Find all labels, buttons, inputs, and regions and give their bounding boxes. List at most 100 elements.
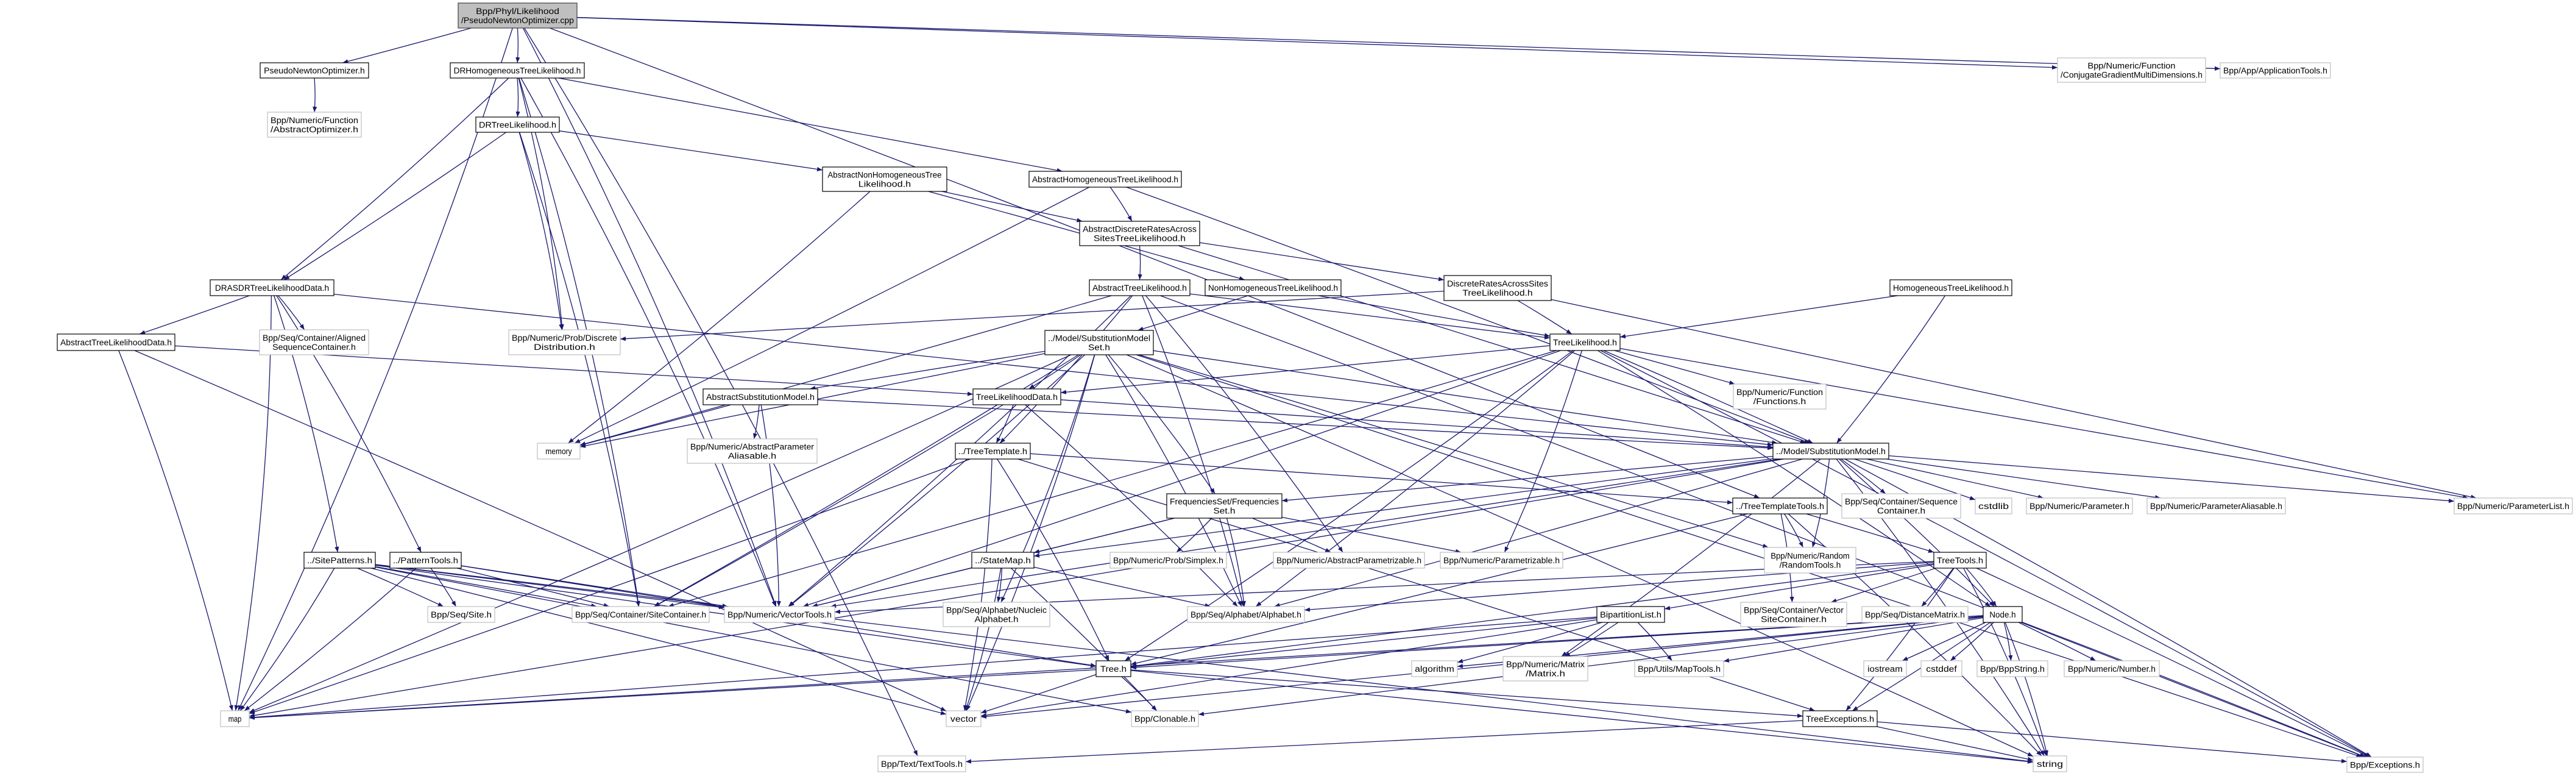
edge-sms-to-map — [249, 354, 1072, 713]
node-drhtl[interactable]: DRHomogeneousTreeLikelihood.h — [450, 62, 585, 79]
node-box — [1863, 660, 1907, 677]
node-tt[interactable]: ../TreeTemplate.h — [955, 443, 1031, 460]
node-label: Bpp/Numeric/Function — [1736, 388, 1823, 397]
node-freq[interactable]: FrequenciesSet/FrequenciesSet.h — [1166, 493, 1283, 519]
node-treeexc[interactable]: TreeExceptions.h — [1802, 710, 1878, 727]
node-sm[interactable]: ../Model/SubstitutionModel.h — [1772, 443, 1889, 460]
node-node[interactable]: Node.h — [1983, 606, 2023, 623]
edge-freq-to-simplex — [1176, 518, 1212, 553]
node-tld[interactable]: TreeLikelihoodData.h — [972, 388, 1061, 405]
node-drtl[interactable]: DRTreeLikelihood.h — [475, 116, 560, 133]
node-label: Bpp/Clonable.h — [1134, 714, 1195, 724]
node-tree[interactable]: Tree.h — [1095, 660, 1131, 677]
node-label: ../StateMap.h — [975, 556, 1031, 565]
edge-ahtl-to-sm — [1126, 187, 1810, 444]
edge-drtl-to-drasdr — [283, 132, 507, 280]
node-sitepat[interactable]: ../SitePatterns.h — [303, 552, 376, 569]
node-nhtl[interactable]: NonHomogeneousTreeLikelihood.h — [1205, 279, 1342, 296]
node-label: Bpp/Numeric/Parameter.h — [2029, 502, 2129, 511]
node-alphabet: Bpp/Seq/Alphabet/Alphabet.h — [1187, 606, 1305, 623]
node-box — [2454, 497, 2573, 514]
node-box — [1772, 443, 1889, 460]
edge-treetools-to-distmat — [1921, 568, 1954, 607]
node-box — [1976, 660, 2048, 677]
node-label: SitesTreeLikelihood.h — [1094, 234, 1186, 243]
node-plist: Bpp/Numeric/ParameterList.h — [2454, 497, 2573, 514]
edge-treeexc-to-exceptions — [1877, 721, 2348, 764]
node-matrix: Bpp/Numeric/Matrix/Matrix.h — [1502, 656, 1588, 682]
edge-atl-to-exceptions — [1160, 295, 2366, 758]
node-pno[interactable]: PseudoNewtonOptimizer.h — [260, 62, 369, 79]
edge-htl-to-tl — [1619, 295, 1898, 339]
edge-ttt-to-tree — [1130, 513, 1748, 666]
edge-adrastl-to-sm — [1178, 245, 1806, 444]
node-htl[interactable]: HomogeneousTreeLikelihood.h — [1889, 279, 2012, 296]
node-label: AbstractTreeLikelihood.h — [1092, 283, 1187, 293]
edge-sm-to-paramal — [1886, 458, 2161, 500]
node-box — [1802, 710, 1878, 727]
node-box — [1095, 660, 1131, 677]
node-label: Bpp/Seq/Container/SiteContainer.h — [575, 610, 706, 619]
node-box — [450, 62, 585, 79]
edge-drasdr-to-map — [234, 295, 272, 711]
edge-tt-to-tree — [997, 458, 1109, 661]
node-random: Bpp/Numeric/Random/RandomTools.h — [1764, 547, 1856, 574]
node-box — [687, 438, 818, 464]
node-atl[interactable]: AbstractTreeLikelihood.h — [1089, 279, 1191, 296]
node-box — [571, 606, 710, 623]
edge-pattools-to-site — [430, 568, 457, 607]
node-label: Bpp/Text/TextTools.h — [881, 760, 963, 769]
node-box — [2026, 497, 2133, 514]
edge-adrastl-to-atl — [1138, 245, 1142, 280]
node-label: AbstractHomogeneousTreeLikelihood.h — [1032, 175, 1178, 184]
node-root[interactable]: Bpp/Phyl/Likelihood/PseudoNewtonOptimize… — [458, 2, 578, 29]
node-box — [1933, 552, 1987, 569]
node-absopt: Bpp/Numeric/Function/AbstractOptimizer.h — [267, 112, 362, 138]
node-tl[interactable]: TreeLikelihood.h — [1549, 333, 1621, 351]
node-pattools[interactable]: ../PatternTools.h — [389, 552, 462, 569]
node-box — [2064, 660, 2160, 677]
edge-root-to-ttt — [550, 27, 1760, 499]
node-statemap[interactable]: ../StateMap.h — [971, 552, 1035, 569]
edge-treetools-to-vsc — [1831, 568, 1936, 603]
node-treetools[interactable]: TreeTools.h — [1933, 552, 1987, 569]
node-box — [427, 606, 495, 623]
edge-sms-to-freq — [1108, 354, 1215, 494]
edge-drtl-to-discdist — [518, 132, 564, 330]
edge-tld-to-sm — [1060, 399, 1774, 449]
edge-tld-to-sitecont — [654, 404, 1003, 607]
edge-node-to-vector — [980, 616, 1984, 719]
node-drasdr[interactable]: DRASDRTreeLikelihoodData.h — [210, 279, 334, 296]
node-label: Aliasable.h — [728, 452, 776, 461]
node-box — [1044, 330, 1154, 355]
edge-drasdr-to-aligned — [278, 295, 305, 330]
node-box — [1732, 497, 1828, 514]
edge-atl-to-tl — [1189, 293, 1551, 340]
edge-tld-to-tt — [996, 404, 1014, 444]
node-atld[interactable]: AbstractTreeLikelihoodData.h — [57, 333, 175, 351]
node-box — [1920, 660, 1962, 677]
node-label: Bpp/App/ApplicationTools.h — [2223, 66, 2327, 76]
edge-sitepat-to-string — [375, 564, 2034, 764]
node-asm[interactable]: AbstractSubstitutionModel.h — [702, 388, 818, 405]
node-label: NonHomogeneousTreeLikelihood.h — [1208, 283, 1338, 293]
node-ahtl[interactable]: AbstractHomogeneousTreeLikelihood.h — [1028, 171, 1182, 188]
node-label: AbstractDiscreteRatesAcross — [1083, 225, 1197, 234]
edge-statemap-to-clonable — [1010, 568, 1158, 711]
node-bipart[interactable]: BipartitionList.h — [1596, 606, 1665, 623]
edge-sms-to-nucleic — [1000, 354, 1095, 603]
node-box — [1079, 221, 1200, 246]
edge-treetools-to-bipart — [1664, 564, 1934, 610]
node-label: /RandomTools.h — [1780, 561, 1841, 570]
node-label: TreeLikelihood.h — [1462, 288, 1532, 297]
node-adrastl[interactable]: AbstractDiscreteRatesAcrossSitesTreeLike… — [1079, 221, 1200, 246]
node-ttt[interactable]: ../TreeTemplateTools.h — [1732, 497, 1828, 514]
node-label: Bpp/Utils/MapTools.h — [1638, 664, 1721, 674]
node-box — [2146, 497, 2286, 514]
edge-nhtl-to-tl — [1318, 295, 1551, 338]
